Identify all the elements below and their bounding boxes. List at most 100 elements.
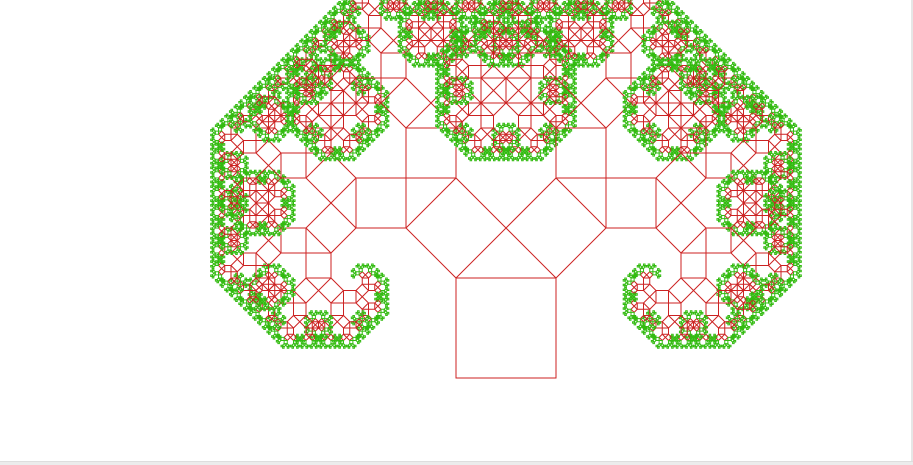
tree-square bbox=[403, 47, 406, 50]
tree-square bbox=[376, 136, 378, 138]
tree-square bbox=[236, 151, 238, 153]
tree-square bbox=[342, 12, 344, 14]
tree-square bbox=[334, 334, 336, 336]
tree-square bbox=[469, 158, 471, 160]
tree-square bbox=[325, 347, 327, 349]
tree-square bbox=[269, 72, 271, 74]
tree-square bbox=[281, 212, 287, 218]
tree-square bbox=[281, 153, 306, 178]
tree-square bbox=[286, 87, 288, 89]
tree-square bbox=[247, 205, 249, 207]
tree-square bbox=[287, 53, 289, 55]
tree-square bbox=[381, 281, 384, 284]
tree-square bbox=[456, 109, 469, 122]
tree-square bbox=[289, 181, 291, 183]
tree-square bbox=[550, 150, 552, 152]
tree-square bbox=[315, 25, 317, 27]
tree-square bbox=[211, 266, 213, 268]
tree-square bbox=[525, 36, 527, 38]
tree-square bbox=[375, 281, 381, 287]
tree-square bbox=[556, 116, 562, 122]
tree-square bbox=[369, 16, 382, 29]
tree-square bbox=[284, 317, 286, 319]
tree-square bbox=[375, 94, 381, 100]
tree-square bbox=[512, 66, 514, 68]
tree-square bbox=[369, 28, 394, 53]
tree-square bbox=[304, 50, 306, 52]
tree-square bbox=[256, 119, 262, 125]
tree-square bbox=[373, 266, 375, 268]
tree-square bbox=[275, 134, 278, 137]
tree-square bbox=[287, 131, 289, 133]
tree-square bbox=[575, 83, 577, 85]
tree-square bbox=[372, 328, 374, 330]
tree-square bbox=[272, 128, 278, 134]
tree-square bbox=[262, 326, 264, 328]
tree-square bbox=[234, 298, 236, 300]
tree-square bbox=[240, 216, 242, 218]
tree-square bbox=[473, 50, 475, 52]
tree-square bbox=[469, 66, 482, 79]
tree-square bbox=[390, 19, 392, 21]
tree-square bbox=[250, 278, 252, 280]
tree-square bbox=[284, 270, 286, 272]
tree-square bbox=[247, 280, 249, 282]
tree-square bbox=[450, 36, 452, 38]
tree-square bbox=[454, 144, 456, 146]
tree-square bbox=[294, 303, 307, 316]
tree-square bbox=[484, 159, 486, 161]
tree-square bbox=[220, 284, 222, 286]
tree-square bbox=[358, 155, 360, 157]
tree-square bbox=[264, 183, 266, 185]
tree-square bbox=[364, 125, 366, 127]
tree-square bbox=[398, 22, 400, 24]
tree-square bbox=[215, 167, 217, 169]
tree-square bbox=[387, 120, 389, 122]
tree-square bbox=[475, 141, 481, 147]
tree-square bbox=[320, 20, 322, 22]
tree-square bbox=[492, 134, 494, 136]
tree-square bbox=[569, 131, 571, 133]
tree-square bbox=[250, 91, 252, 93]
tree-square bbox=[281, 345, 283, 347]
tree-square bbox=[369, 130, 371, 132]
tree-square bbox=[294, 214, 296, 216]
tree-square bbox=[253, 122, 256, 125]
tree-square bbox=[503, 19, 505, 21]
tree-square bbox=[450, 116, 456, 122]
tree-square bbox=[247, 178, 253, 184]
tree-square bbox=[220, 247, 222, 249]
tree-square bbox=[359, 64, 361, 66]
tree-square bbox=[231, 259, 244, 272]
tree-square bbox=[306, 253, 331, 278]
tree-square bbox=[475, 128, 488, 141]
tree-square bbox=[575, 73, 577, 75]
tree-square bbox=[300, 139, 302, 141]
tree-square bbox=[351, 87, 353, 89]
tree-square bbox=[559, 141, 561, 143]
tree-square bbox=[278, 62, 280, 64]
tree-square bbox=[319, 278, 344, 303]
tree-square bbox=[487, 64, 489, 66]
tree-square bbox=[269, 309, 271, 311]
tree-square bbox=[211, 247, 213, 249]
tree-square bbox=[436, 125, 438, 127]
tree-square bbox=[356, 109, 369, 122]
tree-square bbox=[369, 317, 371, 319]
tree-square bbox=[428, 66, 430, 68]
tree-square bbox=[223, 144, 225, 146]
tree-square bbox=[575, 101, 577, 103]
tree-square bbox=[433, 14, 435, 16]
tree-square bbox=[384, 0, 387, 3]
tree-square bbox=[353, 128, 355, 130]
tree-square bbox=[403, 36, 405, 38]
tree-square bbox=[309, 55, 311, 57]
tree-square bbox=[283, 58, 285, 60]
tree-square bbox=[331, 44, 337, 50]
tree-square bbox=[347, 28, 353, 34]
tree-square bbox=[451, 39, 453, 41]
tree-square bbox=[531, 66, 544, 79]
tree-square bbox=[312, 316, 315, 319]
tree-square bbox=[369, 116, 375, 122]
